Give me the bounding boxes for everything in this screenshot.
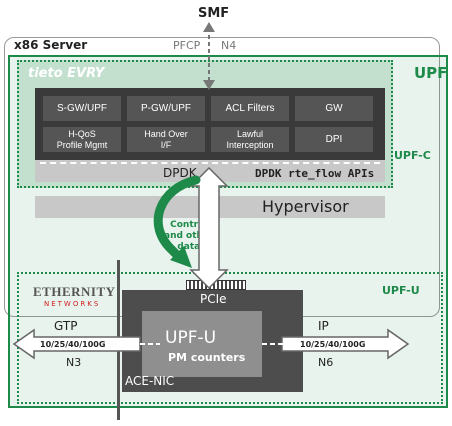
n4-arrow-down — [203, 80, 215, 90]
dpdk-apis-label: DPDK rte_flow APIs — [255, 167, 375, 180]
ip-label: IP — [318, 319, 329, 333]
function-cell: GW — [295, 96, 373, 121]
control-line-3: data — [177, 242, 201, 252]
function-label: DPI — [325, 134, 343, 145]
upf-label: UPF — [414, 64, 448, 82]
control-label: Control and other data — [164, 220, 214, 253]
function-cell: Lawful Interception — [211, 127, 289, 152]
n4-arrow-up — [203, 22, 215, 32]
function-label: P-GW/UPF — [141, 103, 191, 114]
ace-nic-label: ACE-NIC — [125, 374, 175, 388]
function-cell: DPI — [295, 127, 373, 152]
function-label: GW — [325, 103, 343, 114]
control-line-2: and other — [164, 231, 214, 241]
n3-speed-overlay: 10/25/40/100G — [40, 340, 106, 349]
function-cell: H-QoS Profile Mgmt — [43, 127, 121, 152]
function-label: H-QoS Profile Mgmt — [56, 128, 108, 150]
control-curve-arrowhead — [170, 246, 192, 268]
n4-label: N4 — [221, 39, 237, 52]
control-line-1: Control — [170, 220, 208, 230]
upf-c-label: UPF-C — [394, 149, 431, 162]
pcie-vertical-arrow — [189, 166, 229, 290]
tietoevry-logo: tieto EVRY — [28, 66, 105, 81]
function-cell: Hand Over I/F — [127, 127, 205, 152]
n6-speed-overlay: 10/25/40/100G — [300, 340, 366, 349]
upf-u-chip — [142, 311, 262, 377]
dpdk-label: DPDK — [163, 166, 197, 180]
function-cell: S-GW/UPF — [43, 96, 121, 121]
ethernity-networks: NETWORKS — [44, 300, 101, 308]
pm-counters-label: PM counters — [168, 351, 246, 364]
n6-label: N6 — [318, 356, 334, 369]
gtp-label: GTP — [54, 319, 78, 333]
function-label: Lawful Interception — [226, 128, 274, 150]
control-curve-arrow — [153, 175, 201, 261]
x86-server-title: x86 Server — [14, 38, 88, 52]
upf-u-label: UPF-U — [382, 284, 420, 297]
pfcp-label: PFCP — [173, 39, 201, 52]
function-cell: ACL Filters — [211, 96, 289, 121]
ethernity-logo: ETHERNITY — [33, 284, 116, 299]
hypervisor-label: Hypervisor — [262, 197, 349, 216]
function-label: S-GW/UPF — [57, 103, 107, 114]
smf-label: SMF — [198, 6, 230, 21]
n3-label: N3 — [66, 356, 82, 369]
function-label: Hand Over I/F — [144, 128, 188, 150]
function-label: ACL Filters — [225, 103, 275, 114]
nic-upf-u-title: UPF-U — [165, 328, 217, 348]
dpdk-dashed-line — [40, 162, 380, 164]
pcie-label: PCIe — [200, 292, 227, 306]
function-cell: P-GW/UPF — [127, 96, 205, 121]
upf-u-box — [17, 272, 443, 404]
